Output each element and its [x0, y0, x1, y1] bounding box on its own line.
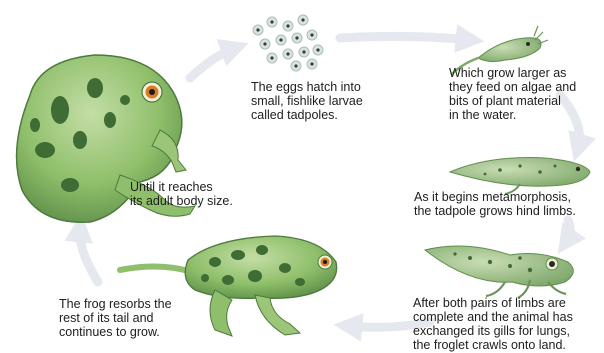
caption-tadpole-grows: Which grow larger as they feed on algae … [449, 66, 576, 122]
caption-hind-limbs: As it begins metamorphosis, the tadpole … [414, 190, 576, 218]
caption-froglet: After both pairs of limbs are complete a… [413, 296, 573, 352]
caption-adult: Until it reaches its adult body size. [130, 180, 233, 208]
caption-eggs: The eggs hatch into small, fishlike larv… [251, 80, 363, 122]
tadpole-hind-limbs-icon [450, 158, 590, 194]
caption-resorbs-tail: The frog resorbs the rest of its tail an… [59, 297, 172, 339]
froglet-icon [425, 246, 573, 298]
frog-eggs-icon [253, 15, 323, 71]
